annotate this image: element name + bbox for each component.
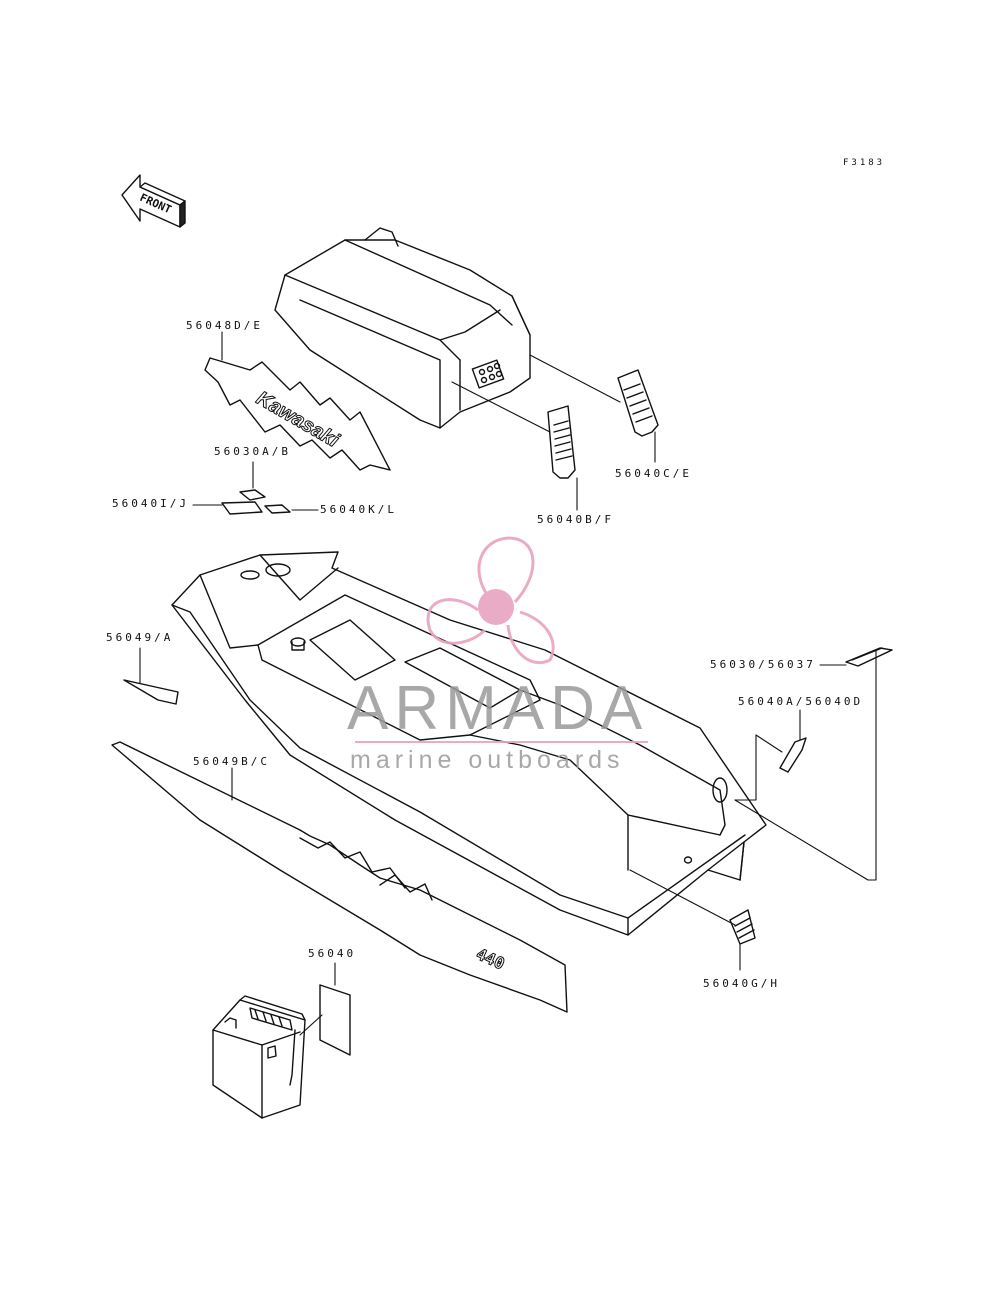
part-label-56030-56037: 56030/56037 bbox=[710, 658, 816, 671]
battery-label-sticker bbox=[319, 984, 351, 1056]
watermark-brand: ARMADA bbox=[347, 674, 649, 743]
part-label-56049bc: 56049B/C bbox=[193, 755, 270, 768]
curved-sticker bbox=[779, 737, 807, 773]
part-label-56049a: 56049/A bbox=[106, 631, 174, 644]
side-decal-long: 440 bbox=[111, 741, 568, 1013]
front-arrow-icon: FRONT bbox=[121, 174, 186, 228]
part-label-56030ab: 56030A/B bbox=[214, 445, 291, 458]
foot-pad-left bbox=[547, 405, 576, 479]
figure-id: F3183 bbox=[843, 158, 886, 168]
part-label-56040: 56040 bbox=[308, 947, 357, 960]
watermark-propeller-icon bbox=[426, 536, 555, 664]
part-label-56040bf: 56040B/F bbox=[537, 513, 614, 526]
rear-pad bbox=[729, 909, 756, 945]
engine-cover bbox=[274, 227, 531, 429]
side-decal-small bbox=[123, 679, 179, 705]
leader-lines bbox=[139, 331, 877, 1036]
part-label-56040a-56040d: 56040A/56040D bbox=[738, 695, 864, 708]
part-label-56040kl: 56040K/L bbox=[320, 503, 397, 516]
foot-pad-right bbox=[617, 369, 659, 437]
part-label-56040ce: 56040C/E bbox=[615, 467, 692, 480]
part-label-56040gh: 56040G/H bbox=[703, 977, 780, 990]
warning-sticker-right bbox=[845, 647, 893, 667]
part-label-56040ij: 56040I/J bbox=[112, 497, 189, 510]
part-label-56048de: 56048D/E bbox=[186, 319, 263, 332]
small-stickers bbox=[221, 489, 291, 515]
battery bbox=[212, 995, 306, 1119]
watermark-tagline: marine outboards bbox=[350, 746, 625, 774]
